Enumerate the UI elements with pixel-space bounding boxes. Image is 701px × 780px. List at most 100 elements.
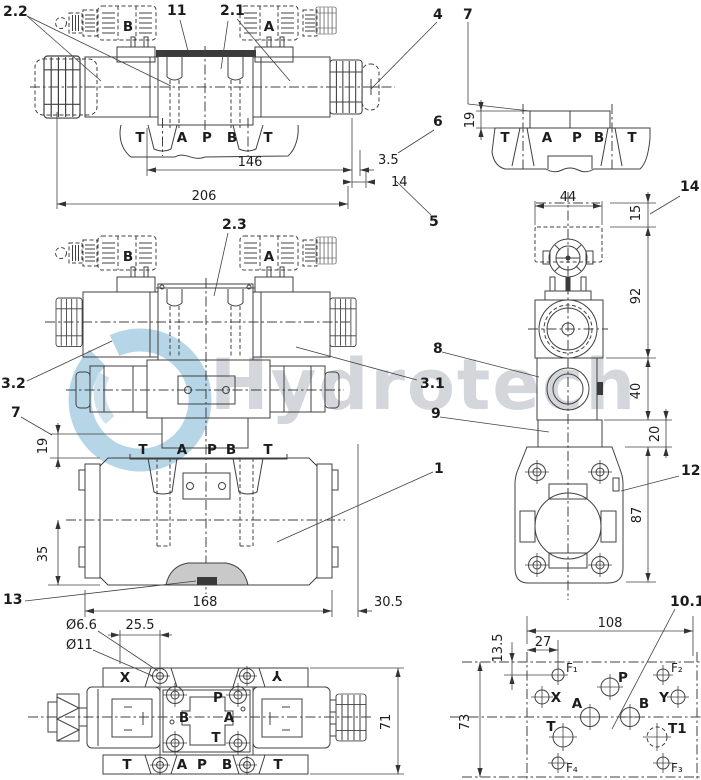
coil-a-label: A [264,19,275,35]
coil-b-label: B [123,19,133,35]
ref-2-2: 2.2 [3,4,28,20]
ref-9: 9 [431,406,441,422]
dim-168: 168 [193,595,218,610]
port-a: A [542,130,553,146]
port-b: B [222,757,232,773]
port-a: A [177,757,188,773]
svg-text:P: P [618,670,628,686]
hole-f1: F₁ [548,661,578,685]
dim-87: 87 [630,507,645,524]
ref-2-3: 2.3 [222,217,247,233]
ref-7: 7 [11,405,21,421]
dim-108: 108 [598,616,623,631]
port-y-label: Y [272,667,283,683]
ref-3-1: 3.1 [420,376,445,392]
hole-f3: F₃ [653,753,683,775]
svg-text:F₁: F₁ [566,661,578,675]
port-t2: T [263,130,273,146]
port-t1: T [138,442,148,458]
dim-71: 71 [379,714,394,731]
hole-x: X [531,686,562,708]
port-b-label: B [179,710,189,726]
port-p: P [572,130,582,146]
port-p: P [207,442,217,458]
svg-text:Y: Y [658,690,669,706]
ref-10-1: 10.1 [670,594,701,610]
ref-14: 14 [680,179,700,195]
ref-6: 6 [433,114,443,130]
dim-92: 92 [629,288,644,305]
ref-5: 5 [429,214,439,230]
dim-146: 146 [238,155,263,170]
dim-73: 73 [458,714,473,731]
svg-text:T1: T1 [668,721,687,737]
ref-7: 7 [463,7,473,23]
port-t-label: T [211,730,221,746]
hole-p: P [597,670,628,700]
port-p-label: P [213,690,223,706]
ref-4: 4 [433,7,443,23]
view-pattern: 108 27 13.5 73 F₁ F₂ P X Y A B T [450,594,701,780]
dim-40: 40 [629,383,644,400]
svg-text:F₃: F₃ [671,761,683,775]
dim-19: 19 [36,438,51,455]
port-a-label: A [224,710,235,726]
hole-a: A [572,696,603,730]
dim-27: 27 [535,635,552,650]
dim-14: 14 [391,175,408,190]
port-t2: T [273,757,283,773]
dim-hole: Ø6.6 [66,618,97,633]
port-t2: T [627,130,637,146]
svg-text:B: B [639,696,649,712]
port-b: B [227,130,237,146]
dim-30-5: 30.5 [374,595,403,610]
view-side-mid: 44 1 5 92 40 20 87 14 8 9 12 [431,179,700,600]
coil-b-label: B [123,249,133,265]
ref-3-2: 3.2 [1,376,26,392]
locating-boss [165,562,249,586]
hole-t: T [546,719,577,751]
hole-t1: T1 [643,721,687,751]
port-plug-dark [197,577,217,585]
ref-2-1: 2.1 [220,3,245,19]
port-t1: T [135,130,145,146]
svg-text:A: A [572,696,583,712]
port-a: A [177,130,188,146]
port-t2: T [263,442,273,458]
ref-1: 1 [434,461,444,477]
ref-11: 11 [167,3,186,19]
dim-25-5: 25.5 [126,618,155,633]
svg-text:F₂: F₂ [671,661,683,675]
hole-b: B [617,696,649,730]
view-bottom: X Y P B A T T A P B T Ø6.6 Ø11 25.5 71 [28,618,404,776]
svg-text:T: T [546,719,556,735]
view-subplate-top: T A P B T 19 [463,100,651,173]
svg-text:F₄: F₄ [566,761,578,775]
port-t1: T [122,757,132,773]
port-p: P [197,757,207,773]
view-front-top: B A T A P B T 146 3.5 14 206 2.2 11 [3,3,531,230]
dim-13-5: 13.5 [491,634,506,663]
port-b: B [226,442,236,458]
svg-text:X: X [551,690,562,706]
hole-f4: F₄ [548,753,578,775]
ref-13: 13 [3,592,22,608]
dim-206: 206 [192,189,217,204]
dim-44: 44 [560,190,577,205]
dim-3-5: 3.5 [378,153,399,168]
port-b: B [594,130,604,146]
dim-cbore: Ø11 [66,638,93,653]
view-front-mid: B A 19 T A P B T [1,217,445,617]
dim-35: 35 [36,546,51,563]
valve-top-plate [156,50,256,57]
port-t1: T [500,130,510,146]
dim-20: 20 [648,426,663,443]
ref-8: 8 [433,341,443,357]
port-a: A [177,442,188,458]
ref-12: 12 [681,463,700,479]
hole-y: Y [658,686,689,708]
port-x-label: X [120,670,131,686]
hole-f2: F₂ [653,661,683,685]
coil-a-label: A [264,249,275,265]
